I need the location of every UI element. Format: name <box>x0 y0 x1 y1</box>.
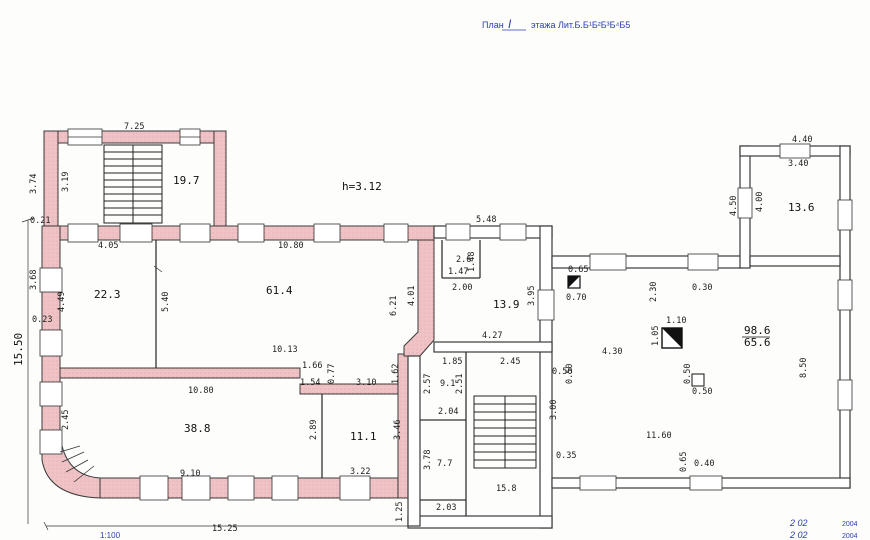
dim-label: 2.04 <box>438 407 458 417</box>
dim-label: 0.35 <box>556 451 576 461</box>
dim-label: 0.21 <box>30 216 50 226</box>
dimension-lines <box>21 217 408 531</box>
dim-label: 2.03 <box>436 503 456 513</box>
stamp-line2: 2 02 <box>789 530 808 540</box>
dim-label: 1.25 <box>395 502 405 522</box>
dim-label: 3.74 <box>29 174 39 194</box>
room-area: 9.1 <box>440 379 455 389</box>
dim-label: 0.23 <box>32 315 52 325</box>
dim-label: 4.40 <box>792 135 812 145</box>
dim-label: 0.65 <box>679 452 689 472</box>
dim-label: 10.80 <box>188 386 214 396</box>
corner-stamp: 2 02 2 02 2004 2004 <box>789 518 858 540</box>
bay-steps <box>59 445 95 483</box>
room-area: 61.4 <box>266 284 293 297</box>
dim-label: 0.50 <box>552 367 572 377</box>
dim-label: 1.62 <box>391 364 401 384</box>
dim-label: 6.21 <box>389 296 399 316</box>
dim-label: 10.13 <box>272 345 298 355</box>
stamp-year2: 2004 <box>842 533 858 540</box>
dim-label: 1.66 <box>302 361 322 371</box>
dimension-labels: 7.25 3.74 3.19 0.21 4.05 10.80 3.68 4.49… <box>12 122 812 534</box>
dim-label: 0.50 <box>565 364 575 384</box>
room-area: 22.3 <box>94 288 121 301</box>
dim-label: 3.22 <box>350 467 370 477</box>
dim-label: 4.05 <box>98 241 118 251</box>
dim-label: 10.80 <box>278 241 304 251</box>
title-floor: I <box>508 17 512 31</box>
column-top <box>567 275 581 289</box>
room-area: 15.8 <box>496 484 516 494</box>
title-prefix: План <box>482 20 504 30</box>
dim-label: 15.25 <box>212 524 238 534</box>
dim-label: 2.89 <box>309 420 319 440</box>
ceiling-height: h=3.12 <box>342 180 382 193</box>
dim-label: 0.30 <box>692 283 712 293</box>
dim-label: 4.30 <box>602 347 622 357</box>
stairs-top-left <box>103 144 163 224</box>
interior-walls <box>155 240 481 516</box>
dim-label: 15.50 <box>12 333 25 366</box>
dim-label: 9.10 <box>180 469 200 479</box>
room-area: 13.9 <box>493 298 520 311</box>
dim-label: 3.19 <box>61 172 71 192</box>
dim-label: 5.40 <box>161 292 171 312</box>
dim-label: 1.10 <box>666 316 686 326</box>
dim-label: 3.68 <box>29 270 39 290</box>
stamp-line1: 2 02 <box>789 518 808 528</box>
dim-label: 4.27 <box>482 331 502 341</box>
dim-label: 1.05 <box>651 326 661 346</box>
room-area: 11.1 <box>350 430 377 443</box>
dim-label: 2.30 <box>649 282 659 302</box>
dim-label: 2.57 <box>423 374 433 394</box>
dim-label: 7.25 <box>124 122 144 132</box>
dim-label: 2.51 <box>455 374 465 394</box>
plan-title: План I этажа Лит.Б.Б¹Б²Б³Б⁴Б5 <box>482 17 630 31</box>
dim-label: 4.49 <box>57 292 67 312</box>
room-area: 19.7 <box>173 174 200 187</box>
room-area: 38.8 <box>184 422 211 435</box>
column-small <box>691 373 705 387</box>
dim-label: 2.45 <box>61 410 71 430</box>
room-area: 65.6 <box>744 336 771 349</box>
dim-label: 1.48 <box>467 252 477 272</box>
dim-label: 5.48 <box>476 215 496 225</box>
room-labels: 19.7 22.3 61.4 38.8 11.1 2.6 13.9 9.1 7.… <box>94 174 815 494</box>
dim-label: 2.45 <box>500 357 520 367</box>
bay-window <box>41 445 101 499</box>
dim-label: 3.46 <box>393 420 403 440</box>
dim-label: 3.00 <box>549 400 559 420</box>
dim-label: 0.65 <box>568 265 588 275</box>
dim-label: 8.50 <box>799 358 809 378</box>
dim-label: 4.00 <box>755 192 765 212</box>
dim-label: 3.40 <box>788 159 808 169</box>
dim-label: 1.85 <box>442 357 462 367</box>
stamp-year1: 2004 <box>842 521 858 528</box>
dim-label: 1.47 <box>448 267 468 277</box>
dim-label: 3.95 <box>527 286 537 306</box>
column-centre <box>661 327 683 349</box>
dim-label: 3.78 <box>423 450 433 470</box>
room-area: 2.6 <box>456 255 471 265</box>
dim-label: 4.01 <box>407 286 417 306</box>
dim-label: 0.70 <box>566 293 586 303</box>
windows <box>39 128 853 501</box>
dim-label: 4.50 <box>729 196 739 216</box>
walls-right-block <box>551 145 851 489</box>
title-suffix: этажа Лит.Б.Б¹Б²Б³Б⁴Б5 <box>531 20 630 30</box>
dim-label: 1.54 <box>300 378 320 388</box>
room-area: 7.7 <box>437 459 452 469</box>
room-area: 13.6 <box>788 201 815 214</box>
dim-label: 0.50 <box>683 364 693 384</box>
room-area: 98.6 <box>744 324 771 337</box>
dim-label: 0.40 <box>694 459 714 469</box>
scale-note: 1:100 <box>100 531 121 540</box>
dim-label: 0.77 <box>327 364 337 384</box>
dim-label: 3.10 <box>356 378 376 388</box>
stairs-middle <box>473 395 537 469</box>
dim-label: 0.50 <box>692 387 712 397</box>
dim-label: 11.60 <box>646 431 672 441</box>
dim-label: 2.00 <box>452 283 472 293</box>
